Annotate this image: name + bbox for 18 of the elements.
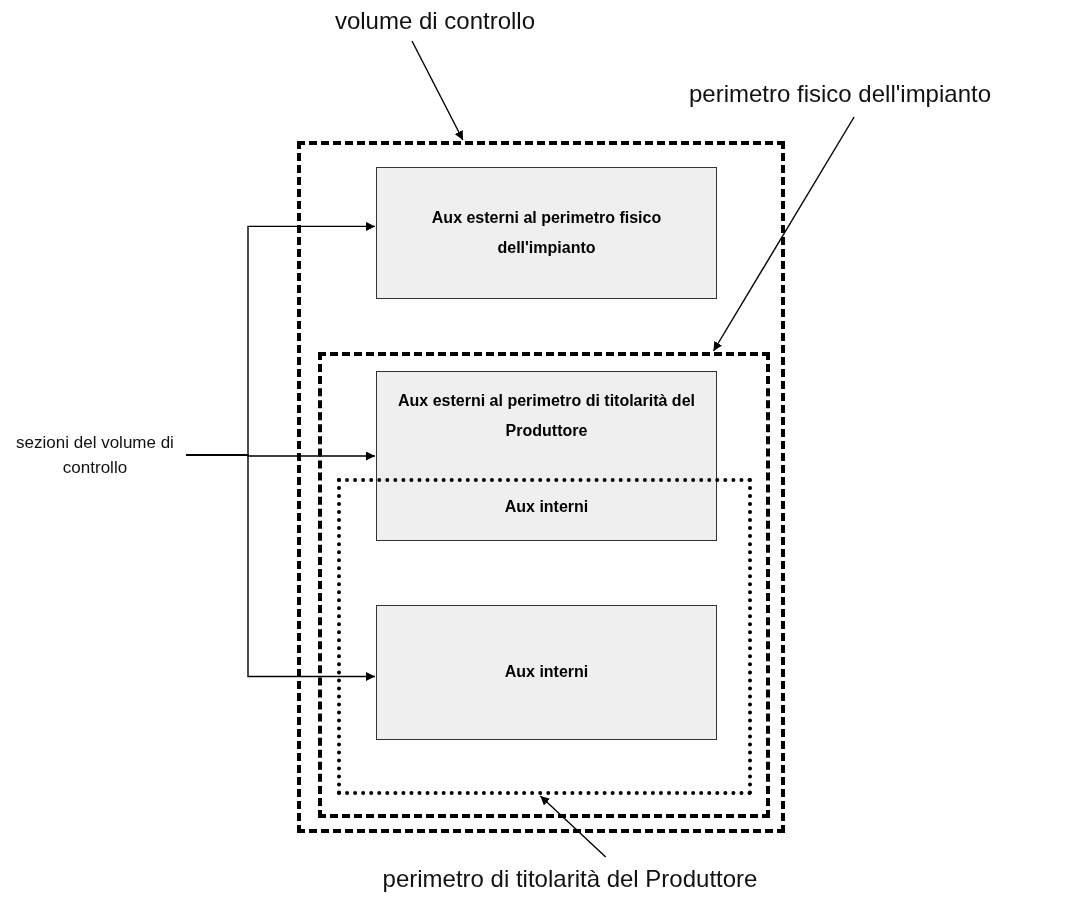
process-box [376, 605, 717, 740]
label-text: perimetro di titolarità del Produttore [360, 858, 780, 900]
label-text: volume di controllo [320, 2, 550, 40]
box-title: Aux interni [504, 662, 589, 683]
label-text: sezioni del volume di controllo [5, 422, 185, 488]
process-box [376, 167, 717, 299]
leader-line [539, 795, 607, 858]
leader-line [411, 40, 464, 141]
box-title: Aux esterni al perimetro fisico dell'impianto [430, 207, 663, 258]
box-subtitle: Aux interni [504, 496, 589, 517]
leader-line [712, 116, 855, 352]
arrow [185, 454, 376, 681]
dashed-boundary [318, 352, 770, 818]
process-box [376, 371, 717, 541]
dashed-boundary [297, 141, 785, 833]
label-text: perimetro fisico dell'impianto [605, 72, 1075, 116]
box-title: Aux esterni al perimetro di titolarità del Produttore [397, 391, 696, 442]
dotted-boundary [337, 478, 752, 795]
